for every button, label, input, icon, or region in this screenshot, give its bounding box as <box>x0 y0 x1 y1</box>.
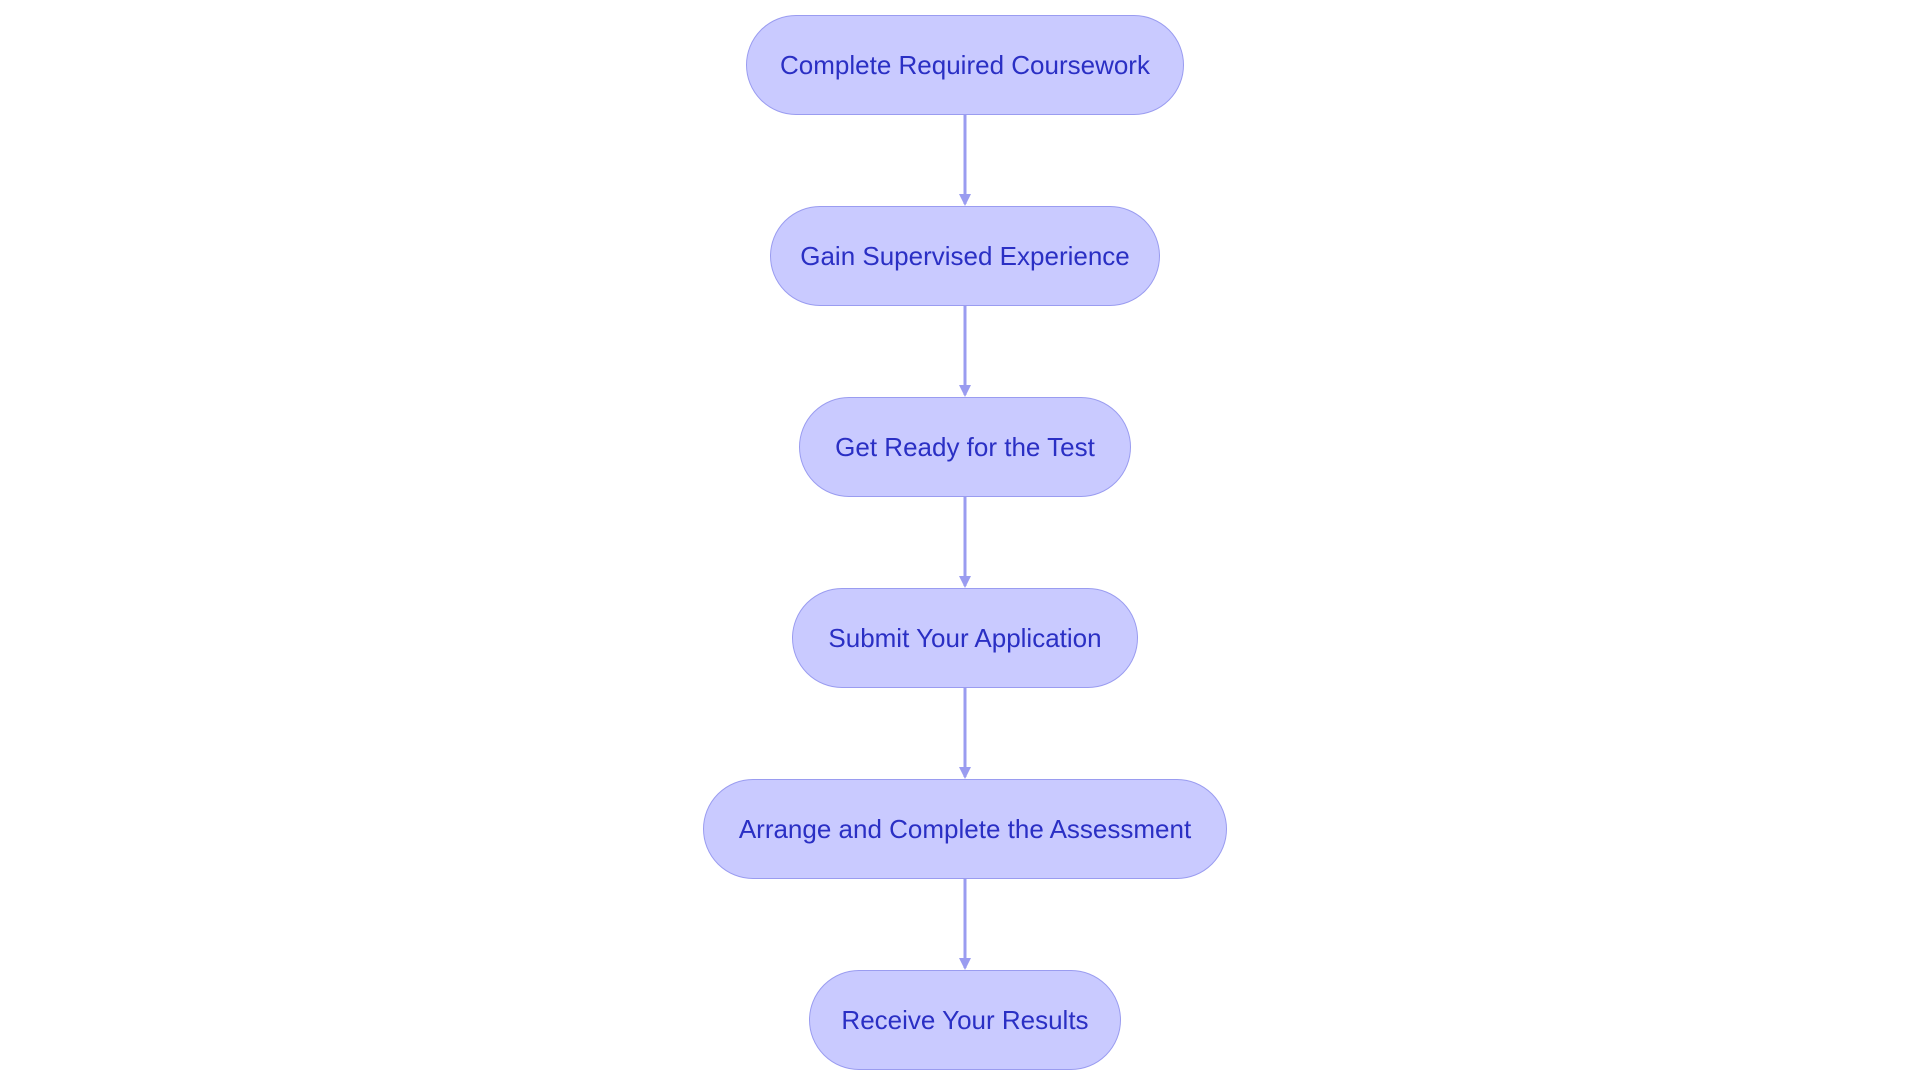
step-label: Get Ready for the Test <box>835 431 1095 462</box>
step-get-ready-for-test: Get Ready for the Test <box>799 397 1131 497</box>
step-label: Submit Your Application <box>828 622 1102 653</box>
step-receive-your-results: Receive Your Results <box>809 970 1121 1070</box>
step-label: Receive Your Results <box>841 1004 1089 1035</box>
step-label: Complete Required Coursework <box>780 49 1150 80</box>
step-label: Arrange and Complete the Assessment <box>738 813 1192 844</box>
step-complete-required-coursework: Complete Required Coursework <box>746 15 1184 115</box>
step-arrange-and-complete-assessment: Arrange and Complete the Assessment <box>703 779 1227 879</box>
step-gain-supervised-experience: Gain Supervised Experience <box>770 206 1160 306</box>
step-label: Gain Supervised Experience <box>800 240 1130 271</box>
step-submit-your-application: Submit Your Application <box>792 588 1138 688</box>
